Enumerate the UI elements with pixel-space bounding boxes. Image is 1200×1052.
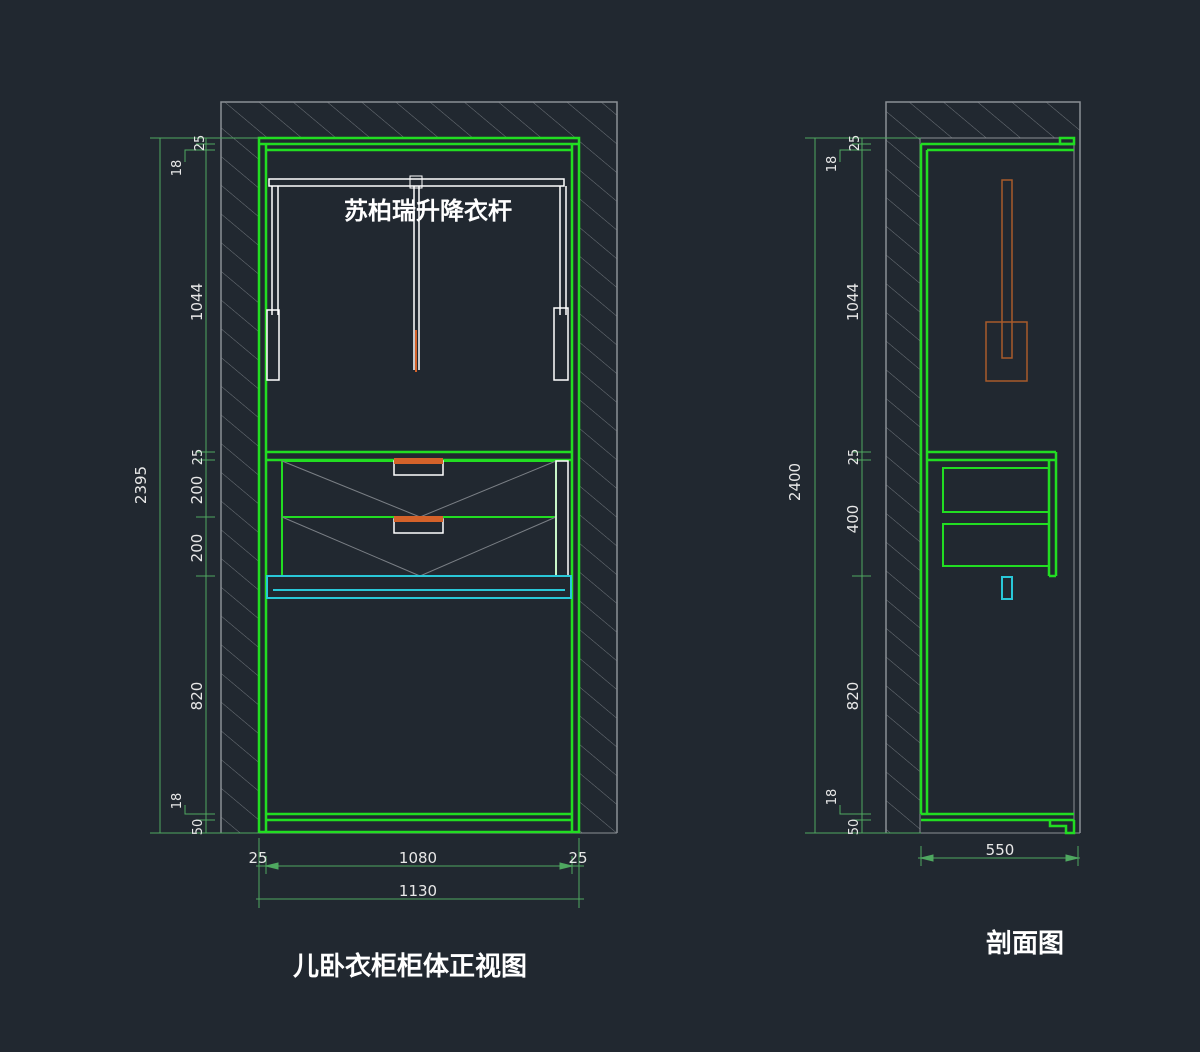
sec-dim-bottom-50: 50 [847,819,862,836]
dim-drawer1: 200 [188,476,206,505]
dim-top-18: 18 [170,160,185,177]
lift-rod-label: 苏柏瑞升降衣杆 [344,197,512,225]
dim-overall-height: 2395 [132,466,150,504]
dim-bottom-18: 18 [170,793,185,810]
dim-right-side: 25 [568,849,587,867]
dim-top-25: 25 [193,135,208,152]
sec-dim-upper: 1044 [844,283,862,321]
dim-overall-width: 1130 [399,882,437,900]
front-left-dimensions [150,137,259,834]
sec-dim-drawers: 400 [844,505,862,534]
dim-lower: 820 [188,682,206,711]
section-wall [885,101,1081,834]
section-left-dimensions [805,137,921,834]
sec-dim-lower: 820 [844,682,862,711]
section-rod [985,179,1028,382]
sec-dim-bottom-18: 18 [825,789,840,806]
dim-drawer2: 200 [188,534,206,563]
section-bottom-dimensions [918,846,1080,866]
section-view: 2400 25 18 1044 25 400 820 18 50 550 剖面图 [786,101,1081,959]
sec-dim-top-25: 25 [848,135,863,152]
front-view: 苏柏瑞升降衣杆 2395 25 18 1044 25 200 200 820 1… [132,101,618,982]
sec-dim-overall-height: 2400 [786,463,804,501]
sec-dim-depth: 550 [986,841,1015,859]
section-view-title: 剖面图 [986,928,1064,959]
dim-upper: 1044 [188,283,206,321]
drawer-handles [393,458,444,534]
dim-left-side: 25 [248,849,267,867]
dim-mid-25: 25 [191,449,206,466]
sec-dim-top-18: 18 [825,156,840,173]
front-bottom-dimensions [256,838,584,908]
section-rail [1001,576,1013,600]
section-cabinet [919,136,1076,835]
rail [266,575,572,599]
lift-rod [266,175,569,381]
dim-inner-width: 1080 [399,849,437,867]
drawer-diagonals [281,460,557,577]
side-divider [555,460,569,577]
front-view-title: 儿卧衣柜柜体正视图 [293,951,527,982]
dim-bottom-50: 50 [191,819,206,836]
sec-dim-mid-25: 25 [847,449,862,466]
